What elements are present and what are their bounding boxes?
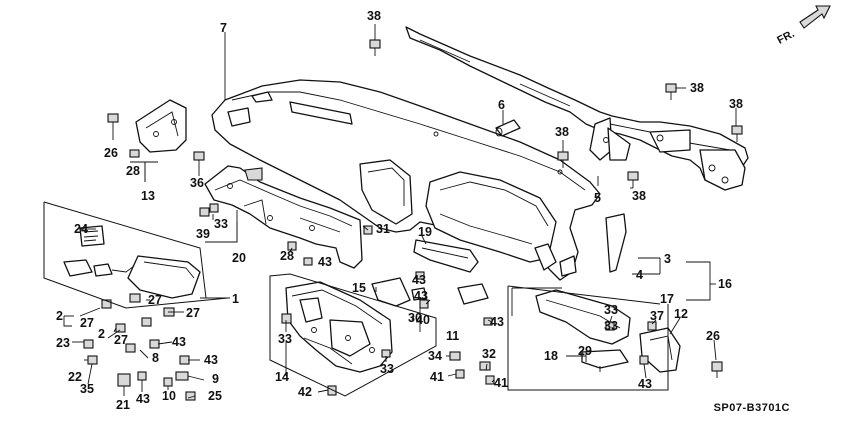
callout-39: 39	[196, 227, 210, 241]
callout-38e: 38	[632, 189, 646, 203]
callout-4: 4	[636, 268, 643, 282]
callout-33b: 33	[278, 332, 292, 346]
callout-10: 10	[162, 389, 176, 403]
callout-36: 36	[190, 176, 204, 190]
glove-box-assembly	[63, 225, 201, 299]
callout-6: 6	[498, 98, 505, 112]
side-bracket	[135, 99, 187, 153]
callout-1: 1	[232, 292, 239, 306]
dashboard-panel	[211, 79, 601, 281]
callout-30: 30	[408, 311, 422, 325]
callout-15: 15	[352, 281, 366, 295]
callout-8: 8	[152, 351, 159, 365]
callout-38b: 38	[690, 81, 704, 95]
callout-27c: 27	[80, 316, 94, 330]
callout-26b: 26	[706, 329, 720, 343]
callout-28b: 28	[280, 249, 294, 263]
callout-2a: 2	[56, 309, 63, 323]
callout-38a: 38	[367, 9, 381, 23]
callout-33e: 33	[604, 319, 618, 333]
callout-19: 19	[418, 225, 432, 239]
callout-43b: 43	[412, 273, 426, 287]
callout-38c: 38	[729, 97, 743, 111]
callout-18: 18	[544, 349, 558, 363]
callout-37: 37	[650, 309, 664, 323]
callout-3: 3	[664, 252, 671, 266]
callout-43c: 43	[414, 289, 428, 303]
callout-40: 40	[416, 313, 430, 327]
callout-27a: 27	[148, 293, 162, 307]
callout-28a: 28	[126, 164, 140, 178]
callout-2b: 2	[98, 327, 105, 341]
callout-31: 31	[376, 222, 390, 236]
callout-23: 23	[56, 336, 70, 350]
callout-43g: 43	[136, 392, 150, 406]
group-boxes	[43, 161, 669, 397]
callout-38d: 38	[555, 125, 569, 139]
lower-dash-frame	[204, 165, 363, 269]
fasteners	[83, 39, 743, 401]
callout-27b: 27	[186, 306, 200, 320]
callout-33a: 33	[214, 217, 228, 231]
callout-43d: 43	[490, 315, 504, 329]
callout-14: 14	[275, 370, 289, 384]
callout-13: 13	[141, 189, 155, 203]
callout-7: 7	[220, 21, 227, 35]
callout-35: 35	[80, 382, 94, 396]
callout-22: 22	[68, 370, 82, 384]
callout-43a: 43	[318, 255, 332, 269]
diagram-code: SP07-B3701C	[714, 402, 790, 414]
center-brackets	[371, 239, 489, 307]
callout-43f: 43	[204, 353, 218, 367]
steering-hanger-beam	[405, 26, 749, 191]
callout-41a: 41	[430, 370, 444, 384]
callout-41b: 41	[494, 376, 508, 390]
callout-27d: 27	[114, 333, 128, 347]
callout-29: 29	[578, 344, 592, 358]
callout-labels: 7 38 38 38 38 38 6 5 26 28 13 36 33 39 2…	[56, 9, 743, 412]
callout-42: 42	[298, 385, 312, 399]
callout-32: 32	[482, 347, 496, 361]
callout-33d: 33	[604, 303, 618, 317]
callout-26a: 26	[104, 146, 118, 160]
leader-lines	[63, 24, 737, 399]
duct-part	[495, 119, 521, 137]
callout-17: 17	[660, 292, 674, 306]
callout-11: 11	[446, 329, 459, 343]
callout-16: 16	[718, 277, 732, 291]
callout-21: 21	[116, 398, 130, 412]
callout-43h: 43	[638, 377, 652, 391]
callout-12: 12	[674, 307, 688, 321]
glove-box-frame	[285, 281, 393, 373]
front-direction-label: FR.	[775, 28, 796, 47]
callout-25: 25	[208, 389, 222, 403]
callout-33c: 33	[380, 362, 394, 376]
callout-24: 24	[74, 222, 88, 236]
callout-9: 9	[212, 372, 219, 386]
callout-20: 20	[232, 251, 246, 265]
callout-43e: 43	[172, 335, 186, 349]
callout-34: 34	[428, 349, 442, 363]
callout-5: 5	[594, 191, 601, 205]
front-direction-arrow: FR.	[775, 5, 831, 47]
